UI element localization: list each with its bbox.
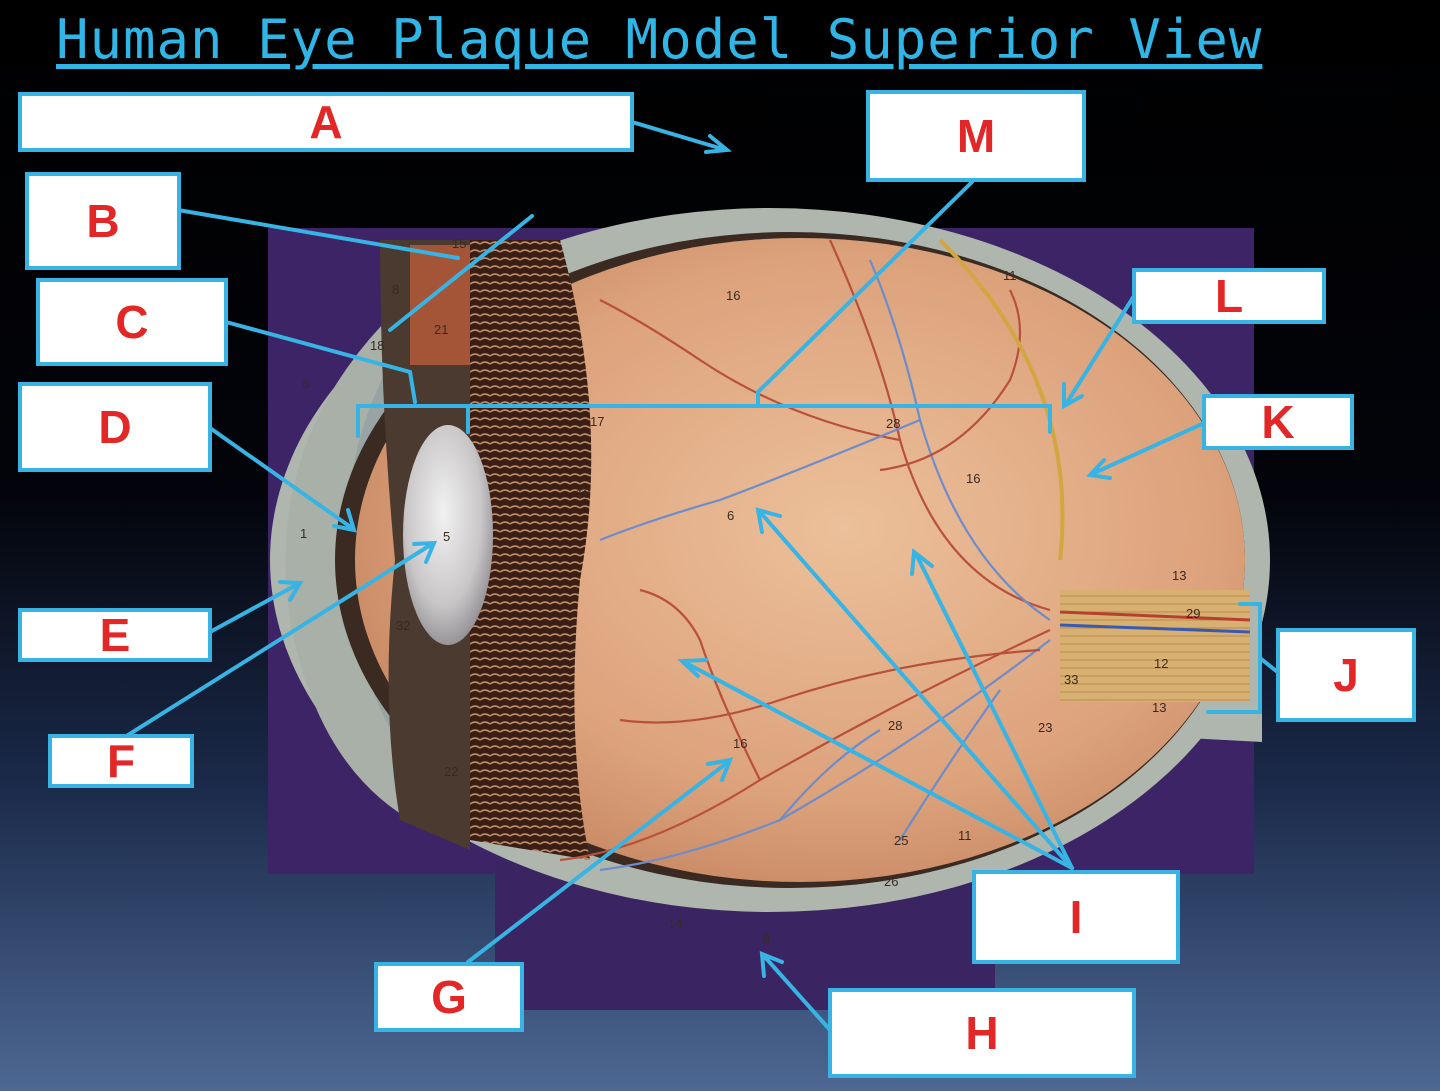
leader-line-k xyxy=(1090,422,1204,476)
label-box-j[interactable]: J xyxy=(1276,628,1416,722)
model-number: 11 xyxy=(1003,268,1017,283)
label-box-h[interactable]: H xyxy=(828,988,1136,1078)
leader-line-h xyxy=(762,954,832,1032)
leader-line-d xyxy=(208,426,354,530)
leader-line-b2 xyxy=(388,214,534,332)
model-number: 13 xyxy=(1152,700,1166,715)
model-number: 8 xyxy=(302,376,309,391)
label-box-f[interactable]: F xyxy=(48,734,194,788)
optic-nerve-vessel-blue xyxy=(1059,623,1251,634)
optic-nerve-vessel-red xyxy=(1059,610,1251,622)
model-number: 11 xyxy=(958,828,972,843)
model-number: 26 xyxy=(884,874,898,889)
page-title: Human Eye Plaque Model Superior View xyxy=(56,8,1263,71)
label-box-a[interactable]: A xyxy=(18,92,634,152)
label-box-m[interactable]: M xyxy=(866,90,1086,182)
leader-arrow-k xyxy=(1085,458,1112,480)
model-number: 22 xyxy=(444,764,458,779)
ciliary-body xyxy=(470,240,592,860)
leader-arrow-l xyxy=(1062,382,1084,410)
model-number: 1 xyxy=(300,526,307,541)
model-number: 16 xyxy=(733,736,747,751)
optic-nerve xyxy=(1060,590,1250,702)
model-number: 32 xyxy=(396,618,410,633)
model-number: 23 xyxy=(1038,720,1052,735)
label-box-d[interactable]: D xyxy=(18,382,212,472)
model-number: 16 xyxy=(966,471,980,486)
leader-arrow-g xyxy=(706,757,734,782)
leader-line-m xyxy=(756,180,974,408)
model-number: 16 xyxy=(726,288,740,303)
model-number: 13 xyxy=(1172,568,1186,583)
label-box-e[interactable]: E xyxy=(18,608,212,662)
leader-line-c xyxy=(224,320,417,404)
model-number: 8 xyxy=(392,282,399,297)
leader-line-f xyxy=(118,542,434,742)
leader-line-i3 xyxy=(682,660,1074,870)
model-number: 6 xyxy=(727,508,734,523)
leader-arrow-a xyxy=(704,134,733,154)
label-box-b[interactable]: B xyxy=(25,172,181,270)
leader-line-i2 xyxy=(914,552,1074,870)
leader-arrow-h xyxy=(759,950,784,978)
label-box-i[interactable]: I xyxy=(972,870,1180,964)
macular-edge xyxy=(938,238,1065,561)
label-box-c[interactable]: C xyxy=(36,278,228,366)
model-number: 17 xyxy=(590,414,604,429)
model-number: 21 xyxy=(434,322,448,337)
leader-bracket-m xyxy=(356,404,1052,438)
label-box-l[interactable]: L xyxy=(1132,268,1326,324)
model-number: 29 xyxy=(1186,606,1200,621)
model-number: 28 xyxy=(886,416,900,431)
label-box-g[interactable]: G xyxy=(374,962,524,1032)
retinal-vessels xyxy=(559,239,1051,872)
leader-arrow-d xyxy=(332,508,357,533)
lens xyxy=(403,425,493,645)
model-number: 5 xyxy=(443,529,450,544)
model-number: 18 xyxy=(370,338,384,353)
leader-line-b xyxy=(176,208,460,260)
leader-arrow-e xyxy=(278,580,304,602)
model-number: 15 xyxy=(452,236,466,251)
leader-arrow-i1 xyxy=(755,507,782,534)
leader-line-g xyxy=(466,760,730,964)
leader-line-i1 xyxy=(758,510,1074,870)
model-number: 12 xyxy=(1154,656,1168,671)
model-number: 28 xyxy=(888,718,902,733)
label-box-k[interactable]: K xyxy=(1202,394,1354,450)
leader-arrow-f xyxy=(412,540,438,564)
leader-arrow-i3 xyxy=(677,658,708,678)
model-number: 14 xyxy=(668,916,682,931)
model-number: 33 xyxy=(1064,672,1078,687)
leader-arrow-i2 xyxy=(910,548,934,576)
model-number: 25 xyxy=(894,833,908,848)
model-number: 9 xyxy=(763,931,770,946)
model-number: 19 xyxy=(576,486,590,501)
leader-line-a xyxy=(630,120,728,152)
leader-line-l xyxy=(1064,294,1136,406)
leader-line-e xyxy=(208,582,300,634)
